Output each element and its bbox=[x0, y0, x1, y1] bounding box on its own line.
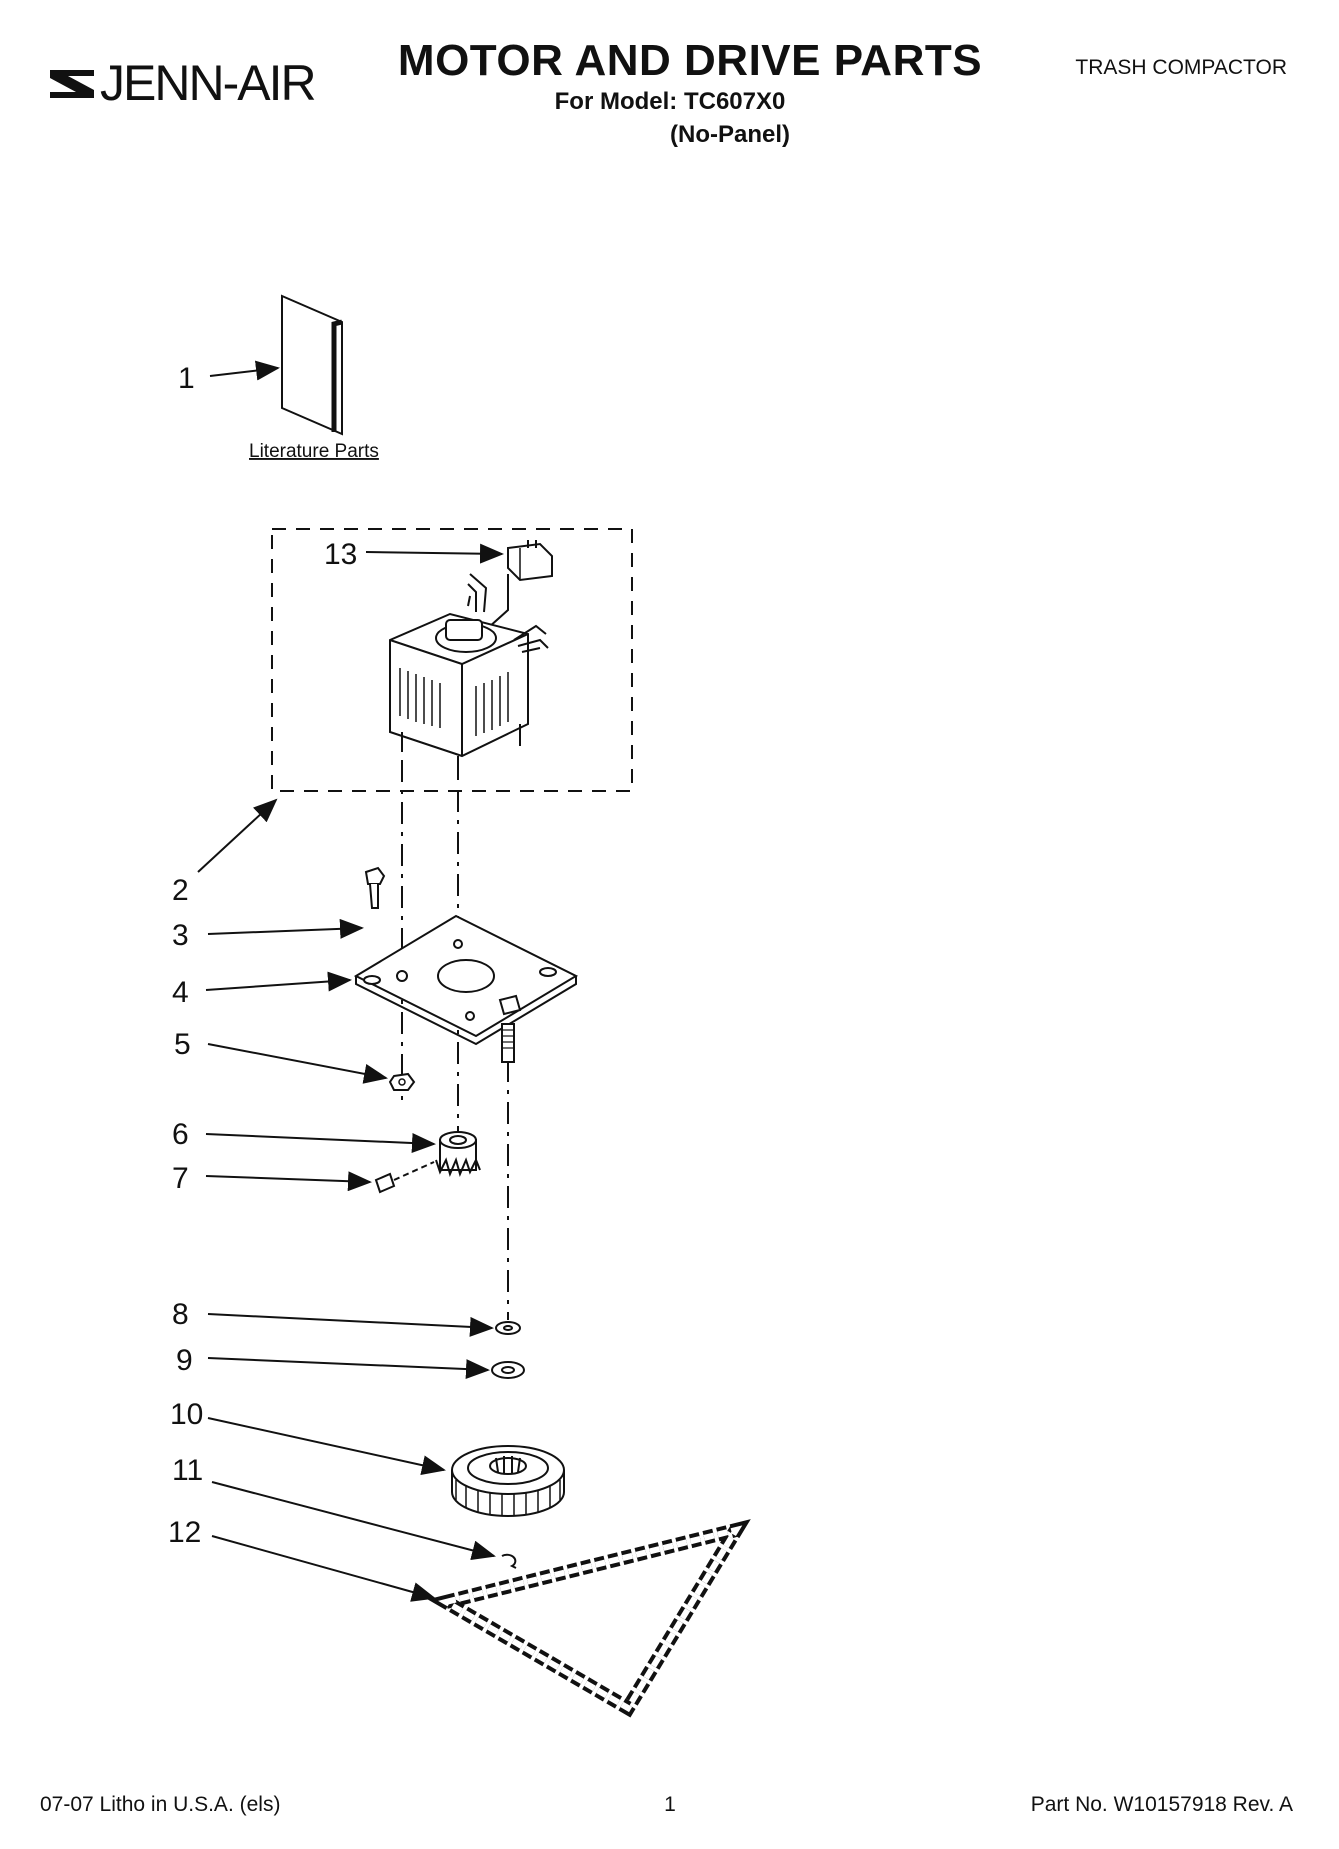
page-number: 1 bbox=[664, 1793, 676, 1816]
set-screw bbox=[205, 1161, 435, 1194]
callout-1: 1 bbox=[178, 362, 195, 395]
retaining-ring bbox=[211, 1481, 517, 1569]
callout-13: 13 bbox=[324, 538, 357, 571]
drive-gear bbox=[207, 1417, 565, 1517]
drive-chain bbox=[211, 1519, 751, 1718]
callout-6: 6 bbox=[172, 1118, 189, 1151]
brand-name: JENN-AIR bbox=[100, 55, 317, 111]
motor-mount-plate bbox=[205, 914, 579, 1063]
part-number: Part No. W10157918 Rev. A bbox=[1030, 1793, 1293, 1816]
assembly-center-lines bbox=[401, 760, 509, 1320]
literature-booklet bbox=[209, 294, 343, 436]
thrust-washer bbox=[207, 1313, 521, 1337]
callout-10: 10 bbox=[170, 1398, 203, 1431]
page-title: MOTOR AND DRIVE PARTS bbox=[397, 36, 983, 85]
callout-12: 12 bbox=[168, 1516, 201, 1549]
callout-9: 9 bbox=[176, 1344, 193, 1377]
litho-note: 07-07 Litho in U.S.A. (els) bbox=[40, 1793, 281, 1816]
literature-parts-label: Literature Parts bbox=[249, 441, 379, 462]
callout-4: 4 bbox=[172, 976, 189, 1009]
mounting-bolt bbox=[207, 866, 386, 939]
callout-3: 3 bbox=[172, 919, 189, 952]
panel-line: (No-Panel) bbox=[670, 121, 790, 148]
callout-7: 7 bbox=[172, 1162, 189, 1195]
brand-logo: JENN-AIR bbox=[48, 52, 348, 114]
hex-nut bbox=[207, 1043, 416, 1091]
category-label: TRASH COMPACTOR bbox=[1075, 56, 1287, 79]
brand-mark-icon bbox=[50, 70, 94, 98]
model-line: For Model: TC607X0 bbox=[554, 88, 786, 115]
motor bbox=[389, 573, 549, 780]
gear-bearing bbox=[207, 1357, 525, 1380]
callout-5: 5 bbox=[174, 1028, 191, 1061]
callout-2: 2 bbox=[172, 874, 189, 907]
motor-switch bbox=[365, 540, 553, 640]
callout-2-leader bbox=[197, 798, 278, 873]
drive-pinion bbox=[205, 1131, 481, 1177]
callout-8: 8 bbox=[172, 1298, 189, 1331]
callout-11: 11 bbox=[172, 1454, 203, 1487]
motor-assembly-box bbox=[271, 528, 633, 792]
